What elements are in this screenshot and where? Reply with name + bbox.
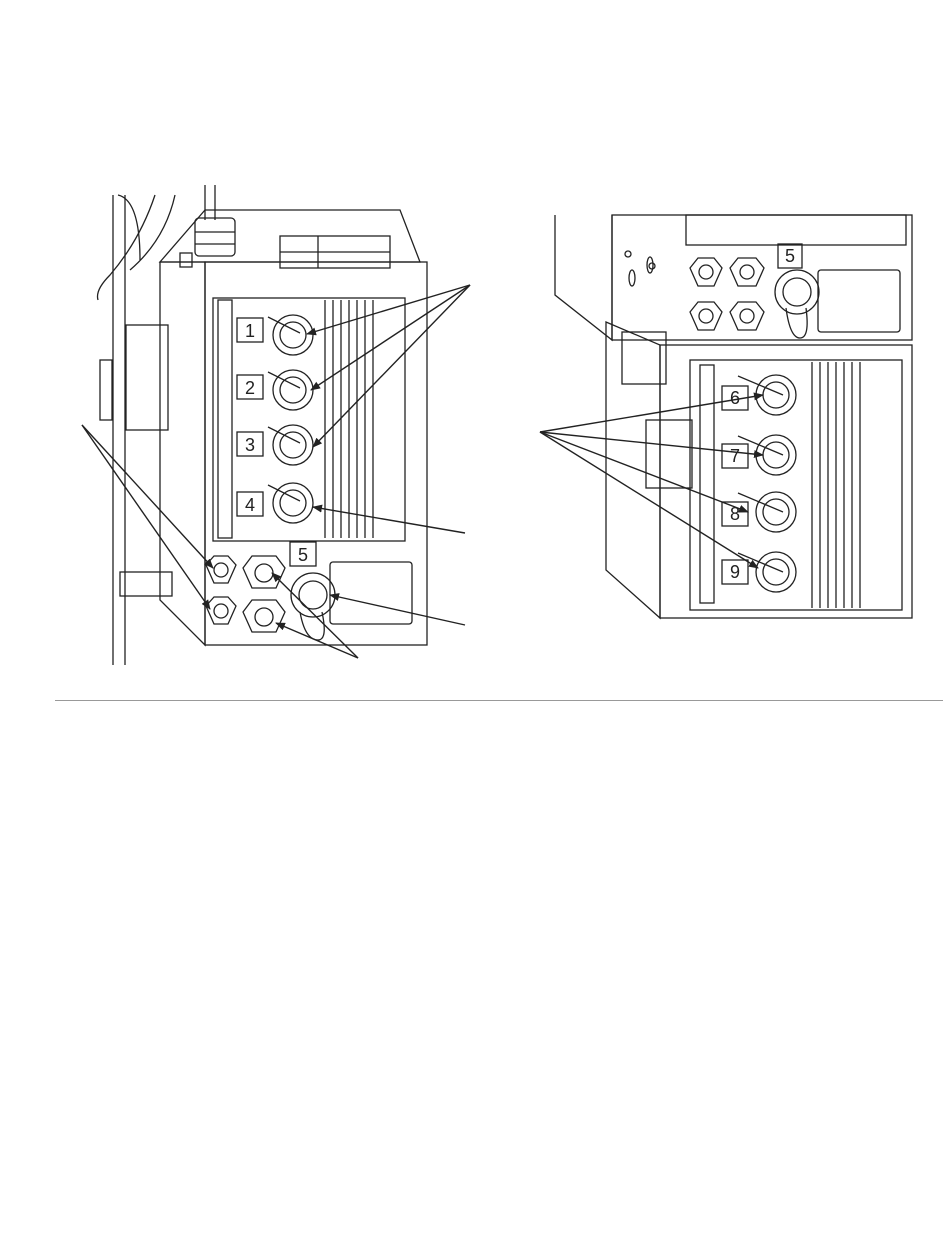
socket-9 [738,552,796,592]
upper-m12-2 [690,302,722,330]
heat-sink-fins [325,300,373,538]
section-divider [55,700,943,701]
m12-connector-bottom [206,597,236,624]
port-label-2: 2 [245,378,255,398]
socket-3 [268,425,313,465]
upper-socket-5 [775,270,819,338]
enclosure-side [160,262,205,645]
connector-diagram: 1 2 3 4 5 [0,0,950,700]
m12-connector-top [206,556,236,583]
socket-6 [738,375,796,415]
cable-gland [195,218,235,256]
right-heat-sink-fins [812,362,860,608]
top-post [180,253,192,267]
right-callouts [540,395,763,568]
socket-7 [738,435,796,475]
callout-arrow-4 [313,507,465,533]
right-hinge-strip [700,365,714,603]
callout-arrow-m12-bottom [82,425,210,609]
front-inner-panel [213,298,405,541]
side-bracket [126,325,168,430]
lower-enclosure-side [606,322,660,618]
cable-1 [98,195,156,300]
hinge-strip [218,300,232,538]
right-view [555,215,912,618]
upper-panel-bottom [686,215,906,245]
mount-bolt [120,572,172,596]
callout-arrow-5 [330,595,465,625]
port-label-1: 1 [245,321,255,341]
port-label-7: 7 [730,446,740,466]
upper-enclosure-front [612,215,912,340]
right-port-label-5: 5 [785,246,795,266]
label-plate-lower [330,562,412,624]
right-port-labels: 5 6 7 8 9 [730,246,795,582]
port-label-6: 6 [730,388,740,408]
upper-label-plate [818,270,900,332]
port-label-5: 5 [298,545,308,565]
callout-arrow-m12-top [82,425,213,568]
port-label-9: 9 [730,562,740,582]
gland-top [243,556,285,588]
socket-5 [291,573,335,640]
cable-2 [130,195,175,270]
socket-2 [268,370,313,410]
pole-clamp [100,360,112,420]
upper-m12-1 [690,258,722,286]
callout-arrow-2 [311,285,470,390]
callout-arrow-gland-bottom [276,623,358,658]
port-label-3: 3 [245,435,255,455]
port-label-4: 4 [245,495,255,515]
callout-arrow-8 [540,432,748,512]
enclosure-front [205,262,427,645]
gland-bottom [243,600,285,632]
left-view [98,185,428,665]
upper-gland-1 [730,258,764,286]
callout-arrow-6 [540,395,763,432]
socket-1 [268,315,313,355]
upper-gland-2 [730,302,764,330]
callout-arrow-9 [540,432,758,568]
upper-enclosure-side [555,215,612,340]
socket-4 [268,483,313,523]
